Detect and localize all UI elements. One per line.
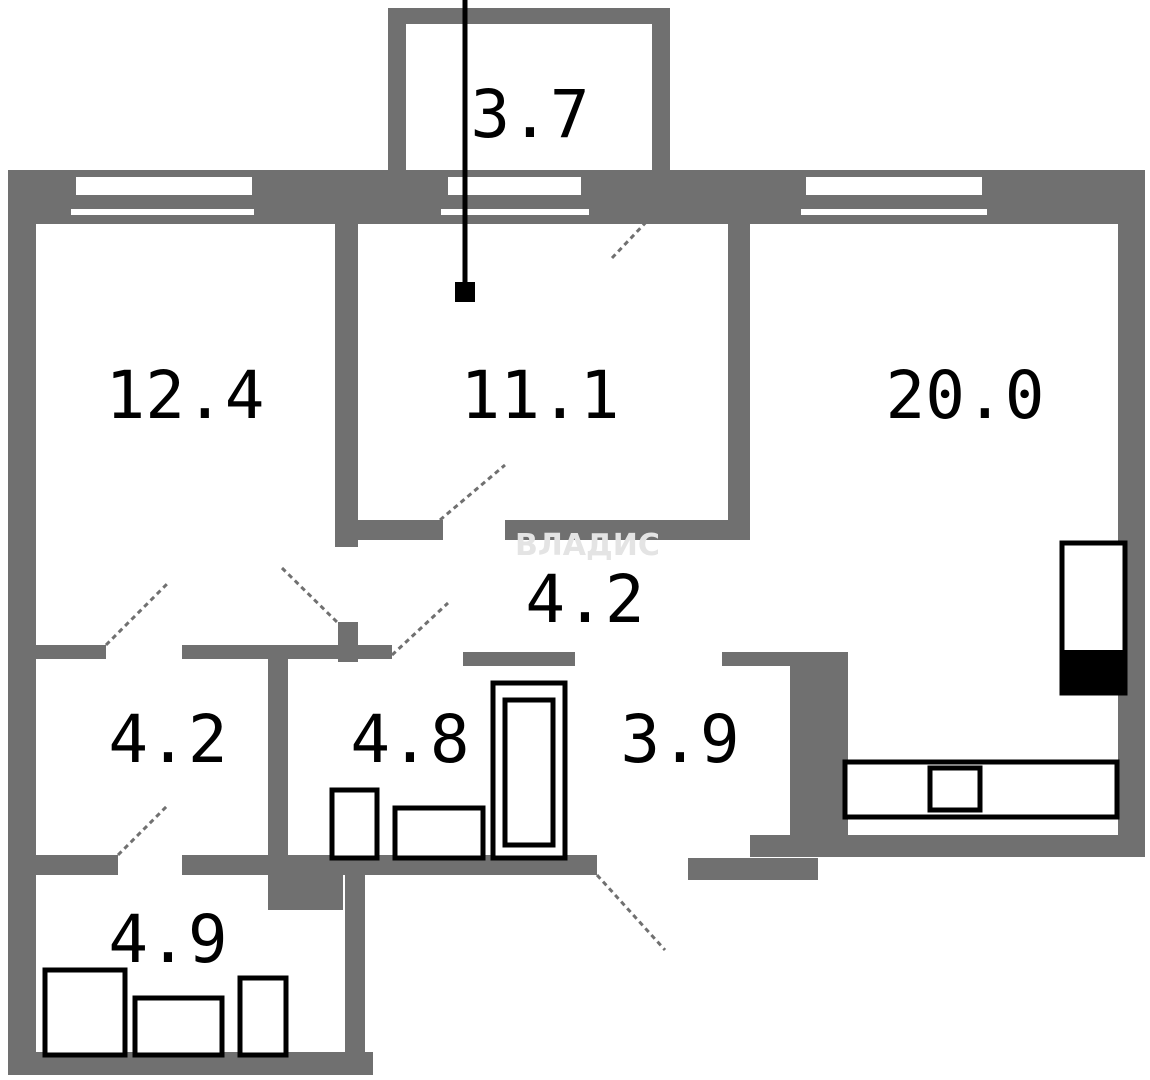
toilet-icon: [329, 787, 380, 861]
section-marker: [455, 282, 475, 302]
watermark: ВЛАДИС: [515, 528, 660, 563]
room-area-bathroom: 4.8: [350, 701, 469, 778]
room-area-bedroom-left: 12.4: [106, 357, 265, 434]
sink-icon: [392, 805, 486, 861]
sink-icon: [927, 765, 983, 813]
toilet-icon: [237, 975, 289, 1058]
room-area-hallway: 4.2: [525, 561, 644, 638]
doors: [104, 216, 667, 952]
room-area-balcony: 3.7: [470, 76, 589, 153]
room-area-storage: 4.2: [108, 701, 227, 778]
room-area-living-kitchen: 20.0: [886, 357, 1045, 434]
windows: [69, 175, 989, 217]
room-area-bedroom-middle: 11.1: [461, 357, 620, 434]
sink-icon: [132, 995, 225, 1058]
stove-icon: [1062, 650, 1125, 692]
room-area-corridor: 3.9: [620, 701, 739, 778]
fixtures: [42, 540, 1128, 1058]
room-area-wc-laundry: 4.9: [108, 901, 227, 978]
washer-icon: [42, 967, 128, 1058]
